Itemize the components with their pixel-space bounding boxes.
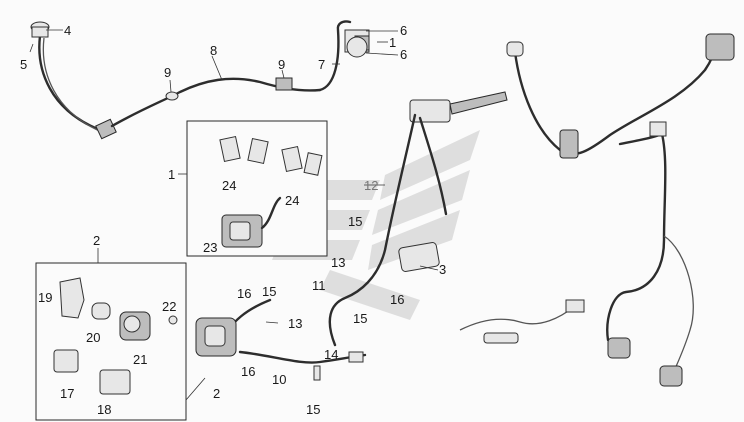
caliper-23 — [221, 196, 282, 248]
brake-pads-24 — [219, 135, 323, 176]
callout-labels: 4 5 8 9 9 7 6 1 6 1 24 24 23 2 19 22 20 … — [20, 23, 446, 417]
callout-7: 7 — [318, 57, 325, 72]
callout-15a: 15 — [262, 284, 276, 299]
callout-5: 5 — [20, 57, 27, 72]
rear-brake-assembly — [30, 20, 370, 140]
callout-13a: 13 — [288, 316, 302, 331]
callout-16a: 16 — [237, 286, 251, 301]
callout-13b: 13 — [331, 255, 345, 270]
callout-1-top: 1 — [389, 35, 396, 50]
box-2-front-caliper-set — [35, 262, 187, 421]
callout-4: 4 — [64, 23, 71, 38]
callout-21: 21 — [133, 352, 147, 367]
callout-16c: 16 — [390, 292, 404, 307]
callout-6b: 6 — [400, 47, 407, 62]
callout-2-caliper: 2 — [213, 386, 220, 401]
callout-20: 20 — [86, 330, 100, 345]
callout-15c: 15 — [353, 311, 367, 326]
right-wiring-assembly — [459, 33, 735, 387]
callout-15b: 15 — [306, 402, 320, 417]
callout-24a: 24 — [222, 178, 236, 193]
callout-12: 12 — [364, 178, 378, 193]
leader-lines — [29, 29, 439, 401]
callout-9b: 9 — [278, 57, 285, 72]
callout-8: 8 — [210, 43, 217, 58]
front-brake-system — [195, 91, 508, 381]
callout-17: 17 — [60, 386, 74, 401]
callout-16b: 16 — [241, 364, 255, 379]
callout-19: 19 — [38, 290, 52, 305]
box-2-parts — [53, 277, 178, 395]
callout-6a: 6 — [400, 23, 407, 38]
callout-22: 22 — [162, 299, 176, 314]
callout-14: 14 — [324, 347, 338, 362]
callout-18: 18 — [97, 402, 111, 417]
callout-1-box: 1 — [168, 167, 175, 182]
callout-3: 3 — [439, 262, 446, 277]
callout-10: 10 — [272, 372, 286, 387]
callout-23: 23 — [203, 240, 217, 255]
callout-15d: 15 — [348, 214, 362, 229]
callout-2-box: 2 — [93, 233, 100, 248]
callout-11: 11 — [312, 278, 326, 293]
callout-9a: 9 — [164, 65, 171, 80]
callout-24b: 24 — [285, 193, 299, 208]
